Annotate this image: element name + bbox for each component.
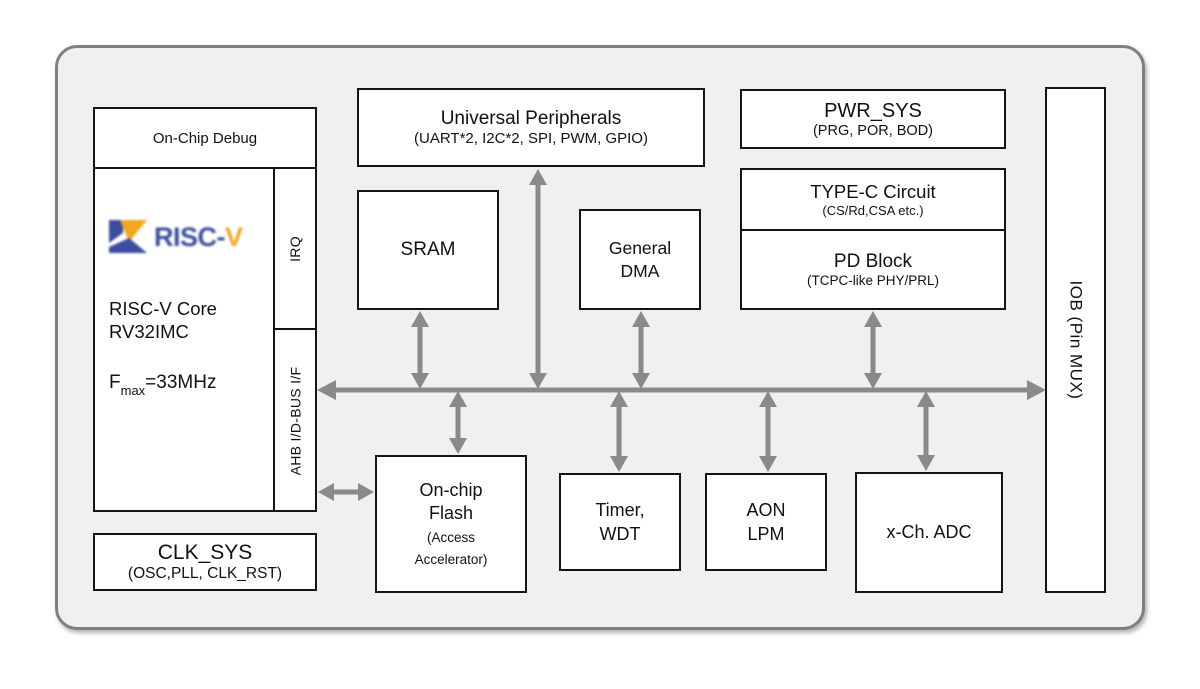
universal-peripherals-subtitle: (UART*2, I2C*2, SPI, PWM, GPIO) (414, 130, 648, 147)
sram-block: SRAM (357, 190, 499, 310)
riscv-logo-icon (109, 220, 147, 253)
core-body: RISC-V RISC-V Core RV32IMC Fmax=33MHz IR… (95, 169, 315, 512)
on-chip-debug-block: On-Chip Debug (95, 109, 315, 169)
adc-block: x-Ch. ADC (855, 472, 1003, 593)
flash-subtitle-line2: Accelerator) (414, 552, 488, 568)
ahb-bus-if-label: AHB I/D-BUS I/F (287, 366, 304, 476)
adc-title: x-Ch. ADC (886, 522, 972, 542)
universal-peripherals-block: Universal Peripherals (UART*2, I2C*2, SP… (357, 88, 705, 167)
clk-sys-subtitle: (OSC,PLL, CLK_RST) (127, 565, 283, 582)
type-c-title: TYPE-C Circuit (810, 181, 936, 202)
general-dma-title-line2: DMA (620, 260, 660, 281)
clk-sys-block: CLK_SYS (OSC,PLL, CLK_RST) (93, 533, 317, 591)
flash-block: On-chip Flash (Access Accelerator) (375, 455, 527, 593)
general-dma-block: General DMA (579, 209, 701, 310)
core-side-column: IRQ AHB I/D-BUS I/F (273, 169, 315, 512)
pwr-sys-subtitle: (PRG, POR, BOD) (812, 122, 934, 139)
timer-wdt-line1: Timer, (595, 499, 645, 520)
clk-sys-title: CLK_SYS (157, 541, 253, 564)
riscv-logo-text: RISC-V (154, 221, 243, 252)
pd-block-subtitle: (TCPC-like PHY/PRL) (806, 273, 939, 288)
universal-peripherals-title: Universal Peripherals (440, 108, 622, 129)
core-name: RISC-V Core RV32IMC (109, 298, 217, 343)
type-c-circuit-cell: TYPE-C Circuit (CS/Rd,CSA etc.) (742, 170, 1004, 231)
flash-title-line2: Flash (428, 503, 473, 524)
type-c-pd-block: TYPE-C Circuit (CS/Rd,CSA etc.) PD Block… (740, 168, 1006, 310)
sram-title: SRAM (400, 239, 456, 260)
irq-label: IRQ (286, 235, 303, 262)
timer-wdt-line2: WDT (599, 524, 641, 544)
core-fmax: Fmax=33MHz (109, 372, 217, 398)
aon-lpm-line2: LPM (747, 524, 785, 544)
aon-lpm-block: AON LPM (705, 473, 827, 571)
irq-cell: IRQ (275, 169, 315, 330)
type-c-subtitle: (CS/Rd,CSA etc.) (822, 203, 924, 218)
iob-pinmux-label: IOB (Pin MUX) (1066, 280, 1086, 400)
pd-block-cell: PD Block (TCPC-like PHY/PRL) (742, 231, 1004, 308)
pwr-sys-title: PWR_SYS (824, 99, 922, 122)
on-chip-debug-label: On-Chip Debug (152, 129, 258, 147)
flash-subtitle-line1: (Access (426, 529, 475, 545)
flash-title-line1: On-chip (419, 480, 483, 501)
timer-wdt-block: Timer, WDT (559, 473, 681, 571)
riscv-logo: RISC-V (107, 217, 243, 257)
ahb-bus-if-cell: AHB I/D-BUS I/F (275, 330, 315, 512)
pwr-sys-block: PWR_SYS (PRG, POR, BOD) (740, 89, 1006, 149)
core-main-area: RISC-V RISC-V Core RV32IMC Fmax=33MHz (95, 169, 273, 512)
pd-block-title: PD Block (833, 251, 913, 272)
core-block: On-Chip Debug RISC-V RISC-V Core RV32IMC… (93, 107, 317, 512)
general-dma-title-line1: General (608, 237, 672, 258)
iob-pinmux-block: IOB (Pin MUX) (1045, 87, 1106, 593)
aon-lpm-line1: AON (746, 499, 786, 520)
